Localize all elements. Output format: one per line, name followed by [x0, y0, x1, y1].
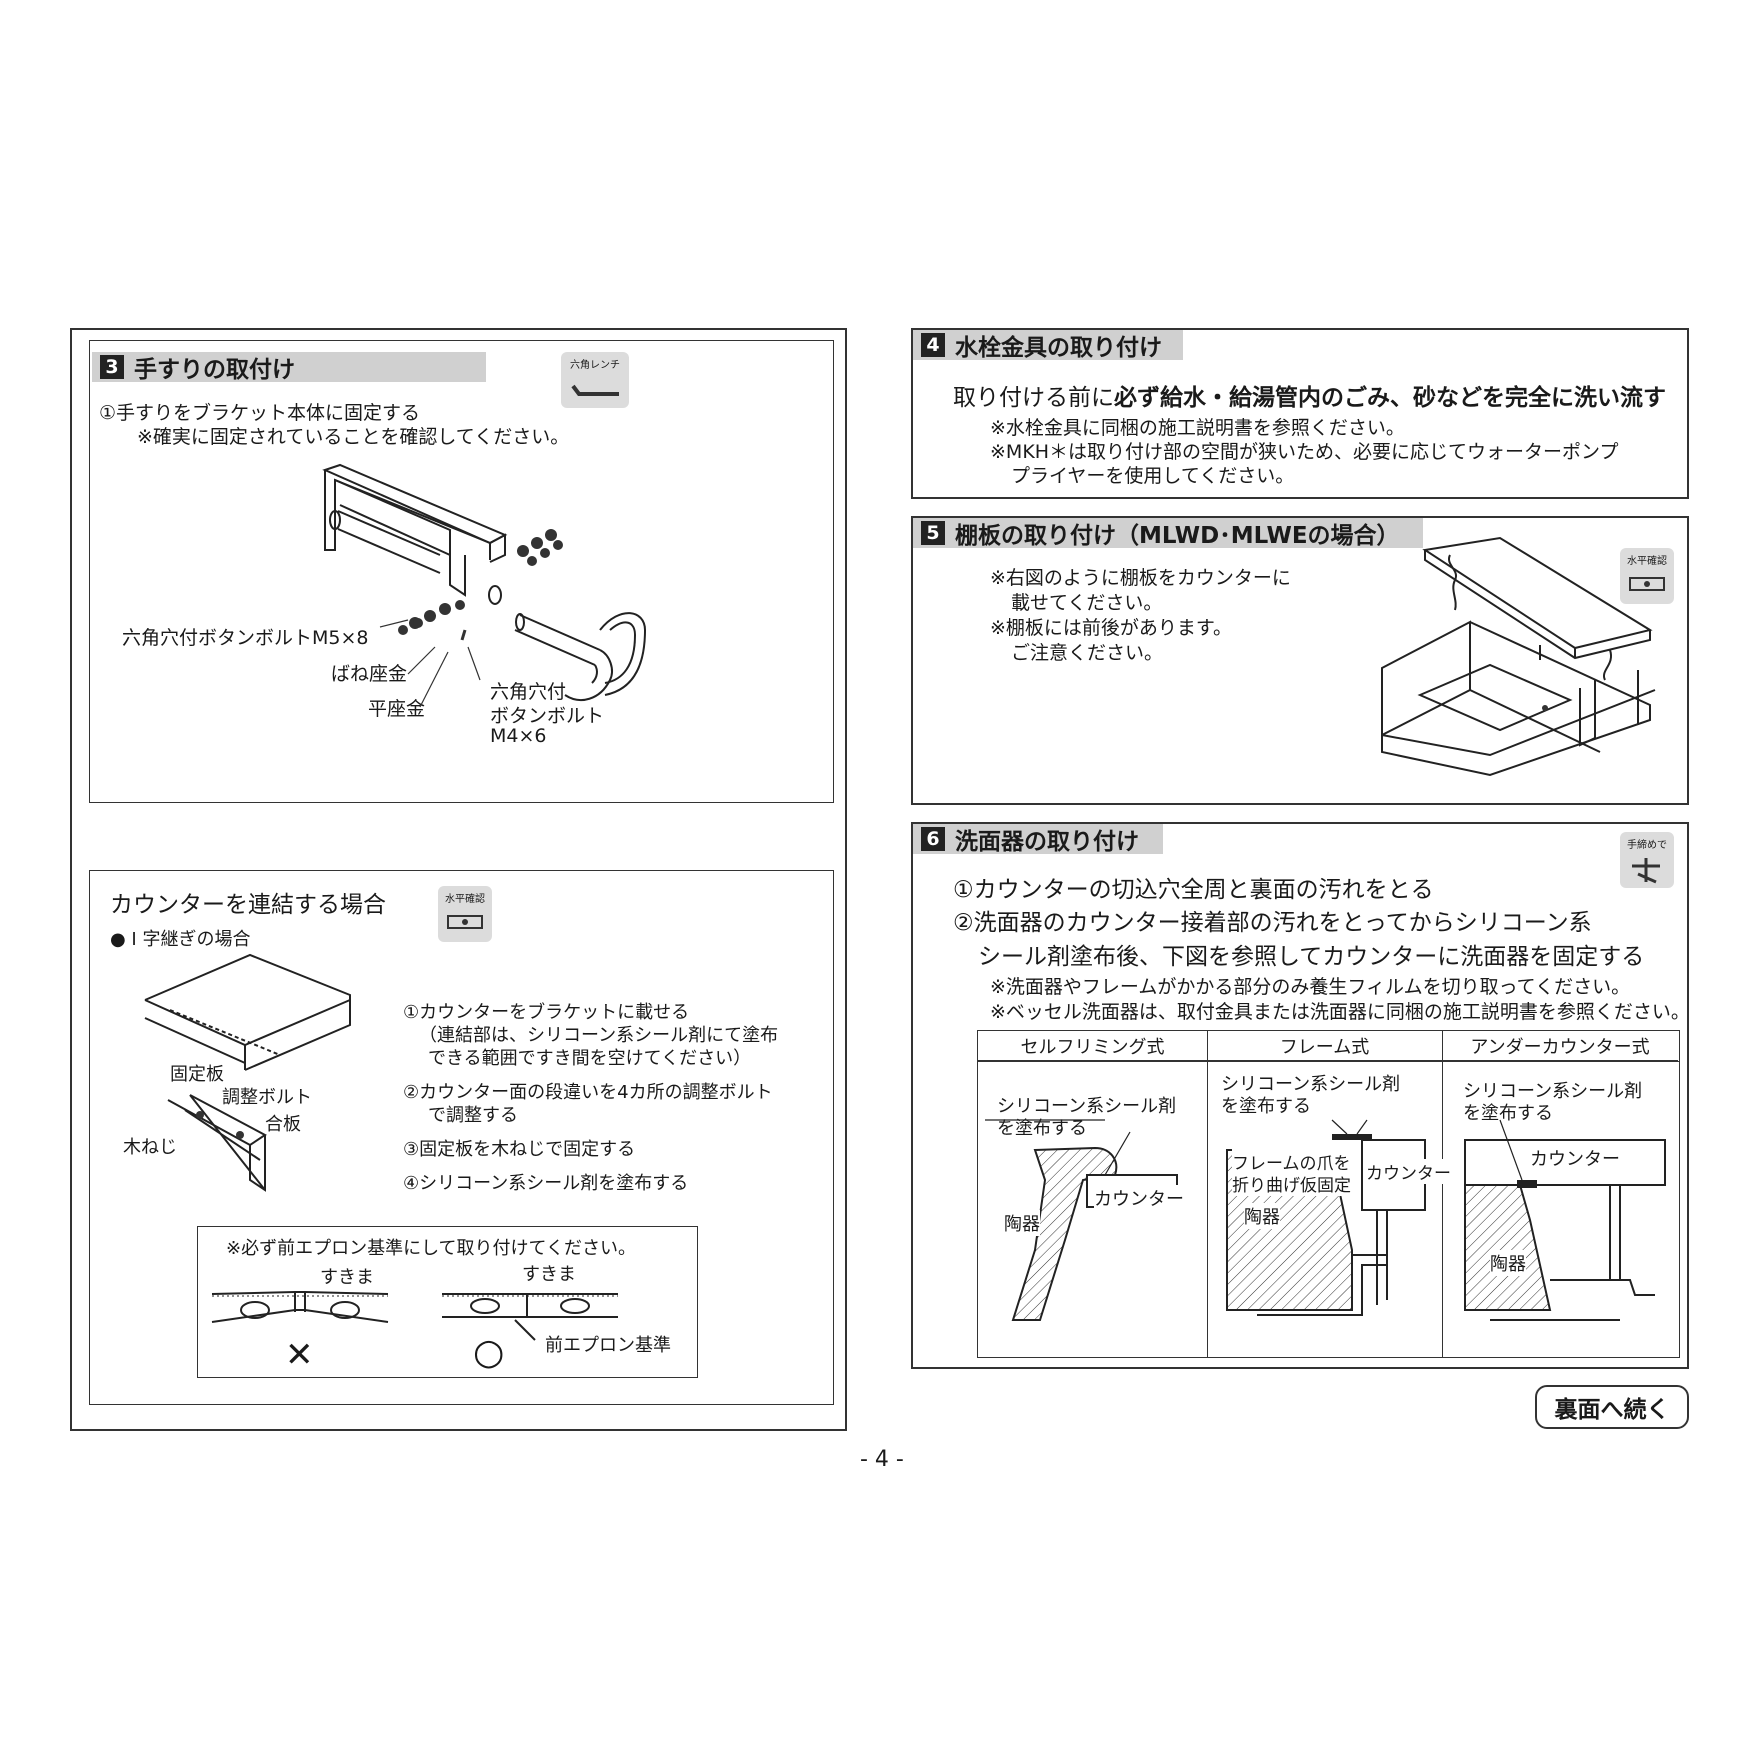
counter-bracket-diagram [144, 953, 351, 1192]
section-6-box [911, 822, 1689, 1369]
label-bolt-m4-2: ボタンボルト [490, 705, 605, 727]
s6-step2: ②洗面器のカウンター接着部の汚れをとってからシリコーン系 [953, 910, 1592, 936]
s4-main-b: 必ず給水・給湯管内のごみ、砂などを完全に洗い流す [1114, 385, 1666, 411]
section-title: 棚板の取り付け（MLWD･MLWEの場合） [955, 523, 1400, 549]
section-number: 6 [921, 827, 945, 851]
s6-step1: ①カウンターの切込穴全周と裏面の汚れをとる [953, 877, 1434, 903]
counter-step1b: （連結部は、シリコーン系シール剤にて塗布 [419, 1025, 779, 1046]
ng-mark: ✕ [285, 1335, 314, 1375]
leader-lines [379, 619, 481, 708]
s5-note1: ※右図のように棚板をカウンターに [990, 567, 1291, 589]
basin-type-table: セルフリミング式 フレーム式 アンダーカウンター式 [977, 1030, 1680, 1358]
section-5-box [911, 516, 1689, 805]
tool-label: 水平確認 [1627, 556, 1667, 567]
label-spring-washer: ばね座金 [331, 663, 408, 685]
s5-note2: ※棚板には前後があります。 [990, 617, 1233, 639]
section-4-header: 4 水栓金具の取り付け [913, 330, 1183, 361]
seal-label: シリコーン系シール剤 [997, 1096, 1177, 1117]
tool-label: 六角レンチ [570, 360, 620, 371]
label-bolt-m4-3: M4×6 [490, 725, 547, 747]
section-number: 5 [921, 521, 945, 545]
hand-tighten-icon: 手締めで [1620, 832, 1674, 888]
label-fix-plate: 固定板 [170, 1064, 224, 1085]
label-flat-washer: 平座金 [368, 698, 426, 720]
seal-label: シリコーン系シール剤 [1463, 1081, 1643, 1102]
level-check-icon: 水平確認 [1620, 548, 1674, 604]
frame-note: フレームの爪を [1232, 1149, 1351, 1174]
s4-main: 取り付ける前に必ず給水・給湯管内のごみ、砂などを完全に洗い流す [953, 378, 1666, 412]
section-title: 洗面器の取り付け [955, 829, 1139, 855]
apron-reference: 前エプロン基準 [545, 1335, 671, 1356]
s5-note1b: 載せてください。 [1011, 592, 1163, 614]
section-3-header: 3 手すりの取付け [92, 352, 486, 383]
gap-label-ng: すきま [320, 1267, 374, 1288]
apron-note-box [197, 1226, 698, 1378]
s6-note1: ※洗面器やフレームがかかる部分のみ養生フィルムを切り取ってください。 [990, 976, 1631, 998]
handrail-bracket-diagram [322, 463, 647, 701]
shelf-diagram [1381, 536, 1656, 777]
label-wood-screw: 木ねじ [123, 1137, 177, 1158]
ok-mark: ○ [473, 1332, 505, 1373]
counter-label: カウンター [1094, 1185, 1184, 1211]
hex-wrench-icon: 六角レンチ [561, 352, 629, 408]
counter-step1c: できる範囲ですき間を空けてください） [428, 1048, 752, 1069]
column-header: フレーム式 [1207, 1031, 1442, 1061]
label-plywood: 合板 [265, 1114, 301, 1135]
s3-note1: ※確実に固定されていることを確認してください。 [137, 426, 570, 448]
s4-note1: ※水栓金具に同梱の施工説明書を参照ください。 [990, 417, 1405, 439]
label-adjust-bolt: 調整ボルト [222, 1087, 312, 1108]
counter-step1: ①カウンターをブラケットに載せる [403, 1002, 690, 1023]
section-4-box [911, 328, 1689, 499]
counter-label: カウンター [1530, 1145, 1620, 1171]
apron-note: ※必ず前エプロン基準にして取り付けてください。 [226, 1238, 636, 1259]
tool-label: 水平確認 [445, 894, 485, 905]
counter-join-box [89, 870, 834, 1405]
ceramic-label: 陶器 [1490, 1250, 1526, 1276]
gap-label-ok: すきま [522, 1264, 576, 1285]
counter-step2: ②カウンター面の段違いを4カ所の調整ボルト [403, 1082, 773, 1103]
left-panel [70, 328, 847, 1431]
s4-main-a: 取り付ける前に [953, 385, 1114, 411]
s6-note2: ※ベッセル洗面器は、取付金具または洗面器に同梱の施工説明書を参照ください。 [990, 1001, 1690, 1023]
seal-label: を塗布する [997, 1118, 1087, 1139]
apron-ng-diagram [211, 1291, 389, 1323]
seal-label: シリコーン系シール剤 [1221, 1074, 1401, 1095]
ceramic-label: 陶器 [1244, 1203, 1280, 1229]
page-number: - 4 - [860, 1447, 904, 1472]
s3-step1: ①手すりをブラケット本体に固定する [99, 402, 421, 424]
counter-step4: ④シリコーン系シール剤を塗布する [403, 1173, 689, 1194]
apron-ok-diagram [442, 1293, 618, 1341]
section-title: 手すりの取付け [134, 357, 295, 383]
label-bolt-m5: 六角穴付ボタンボルトM5×8 [122, 627, 369, 649]
section-3-box [89, 340, 834, 803]
section-6-header: 6 洗面器の取り付け [913, 824, 1163, 855]
counter-join-title: カウンターを連結する場合 [110, 892, 386, 918]
counter-step2b: で調整する [428, 1105, 518, 1126]
frame-note: 折り曲げ仮固定 [1232, 1171, 1351, 1196]
tool-label: 手締めで [1627, 840, 1667, 851]
ceramic-label: 陶器 [1004, 1210, 1040, 1236]
column-header: セルフリミング式 [978, 1031, 1207, 1061]
counter-label: カウンター [1366, 1159, 1451, 1184]
counter-step3: ③固定板を木ねじで固定する [403, 1139, 636, 1160]
s5-note2b: ご注意ください。 [1011, 642, 1164, 664]
section-number: 4 [921, 333, 945, 357]
section-5-header: 5 棚板の取り付け（MLWD･MLWEの場合） [913, 518, 1423, 549]
section-title: 水栓金具の取り付け [955, 335, 1162, 361]
s6-step2b: シール剤塗布後、下図を参照してカウンターに洗面器を固定する [978, 944, 1645, 970]
seal-label: を塗布する [1221, 1096, 1311, 1117]
column-header: アンダーカウンター式 [1442, 1031, 1678, 1061]
label-bolt-m4-1: 六角穴付 [490, 681, 567, 703]
continue-on-back-badge: 裏面へ続く [1535, 1385, 1689, 1429]
s4-note2: ※MKH＊は取り付け部の空間が狭いため、必要に応じてウォーターポンプ [990, 441, 1619, 463]
counter-join-subtitle: ● I 字継ぎの場合 [110, 929, 251, 950]
s4-note3: プライヤーを使用してください。 [1011, 465, 1295, 487]
level-check-icon: 水平確認 [438, 886, 492, 942]
section-number: 3 [100, 355, 124, 379]
seal-label: を塗布する [1463, 1103, 1553, 1124]
